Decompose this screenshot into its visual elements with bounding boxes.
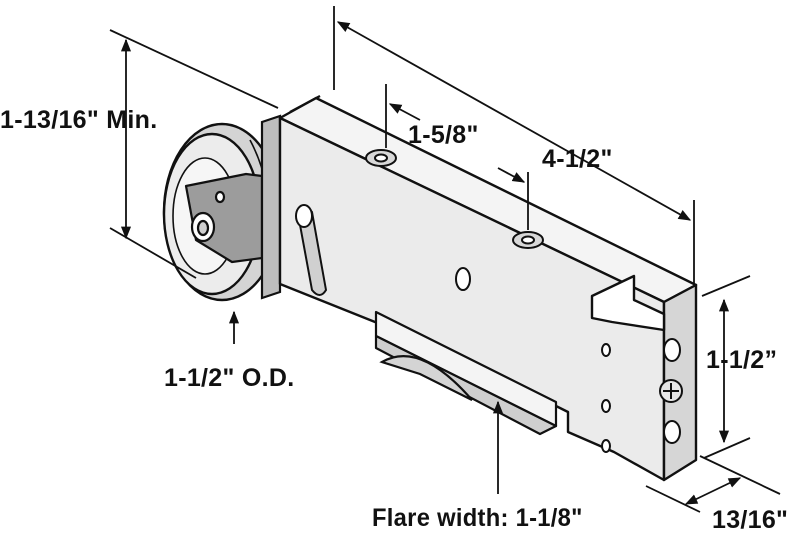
housing [278, 94, 698, 482]
dim-body-height-ext-top [701, 275, 751, 297]
label-wheel-od: 1-1/2" O.D. [164, 364, 295, 392]
lower-wheel [379, 355, 473, 401]
dim-length-line [336, 21, 692, 221]
label-body-width: 13/16" [712, 506, 789, 534]
adjust-slot [295, 204, 328, 296]
label-hole-spacing: 1-5/8" [408, 121, 479, 149]
dim-width-line [684, 477, 742, 505]
label-overall-length: 4-1/2" [542, 145, 613, 173]
mounting-hole-2 [512, 231, 544, 249]
back-plate [260, 114, 282, 300]
axle-bracket [184, 172, 264, 264]
dim-body-height-ext-bottom [703, 437, 751, 459]
label-height-min: 1-13/16" Min. [0, 106, 158, 134]
dim-width-ext-left [645, 485, 701, 513]
front-hole [455, 267, 471, 291]
mounting-hole-1 [365, 149, 397, 167]
label-body-height: 1-1/2” [706, 346, 778, 374]
end-face-hardware [601, 338, 683, 453]
dim-width-ext-right [699, 455, 781, 495]
dim-height-min-ext-top [109, 29, 279, 109]
label-flare-width: Flare width: 1-1/8" [372, 504, 583, 532]
